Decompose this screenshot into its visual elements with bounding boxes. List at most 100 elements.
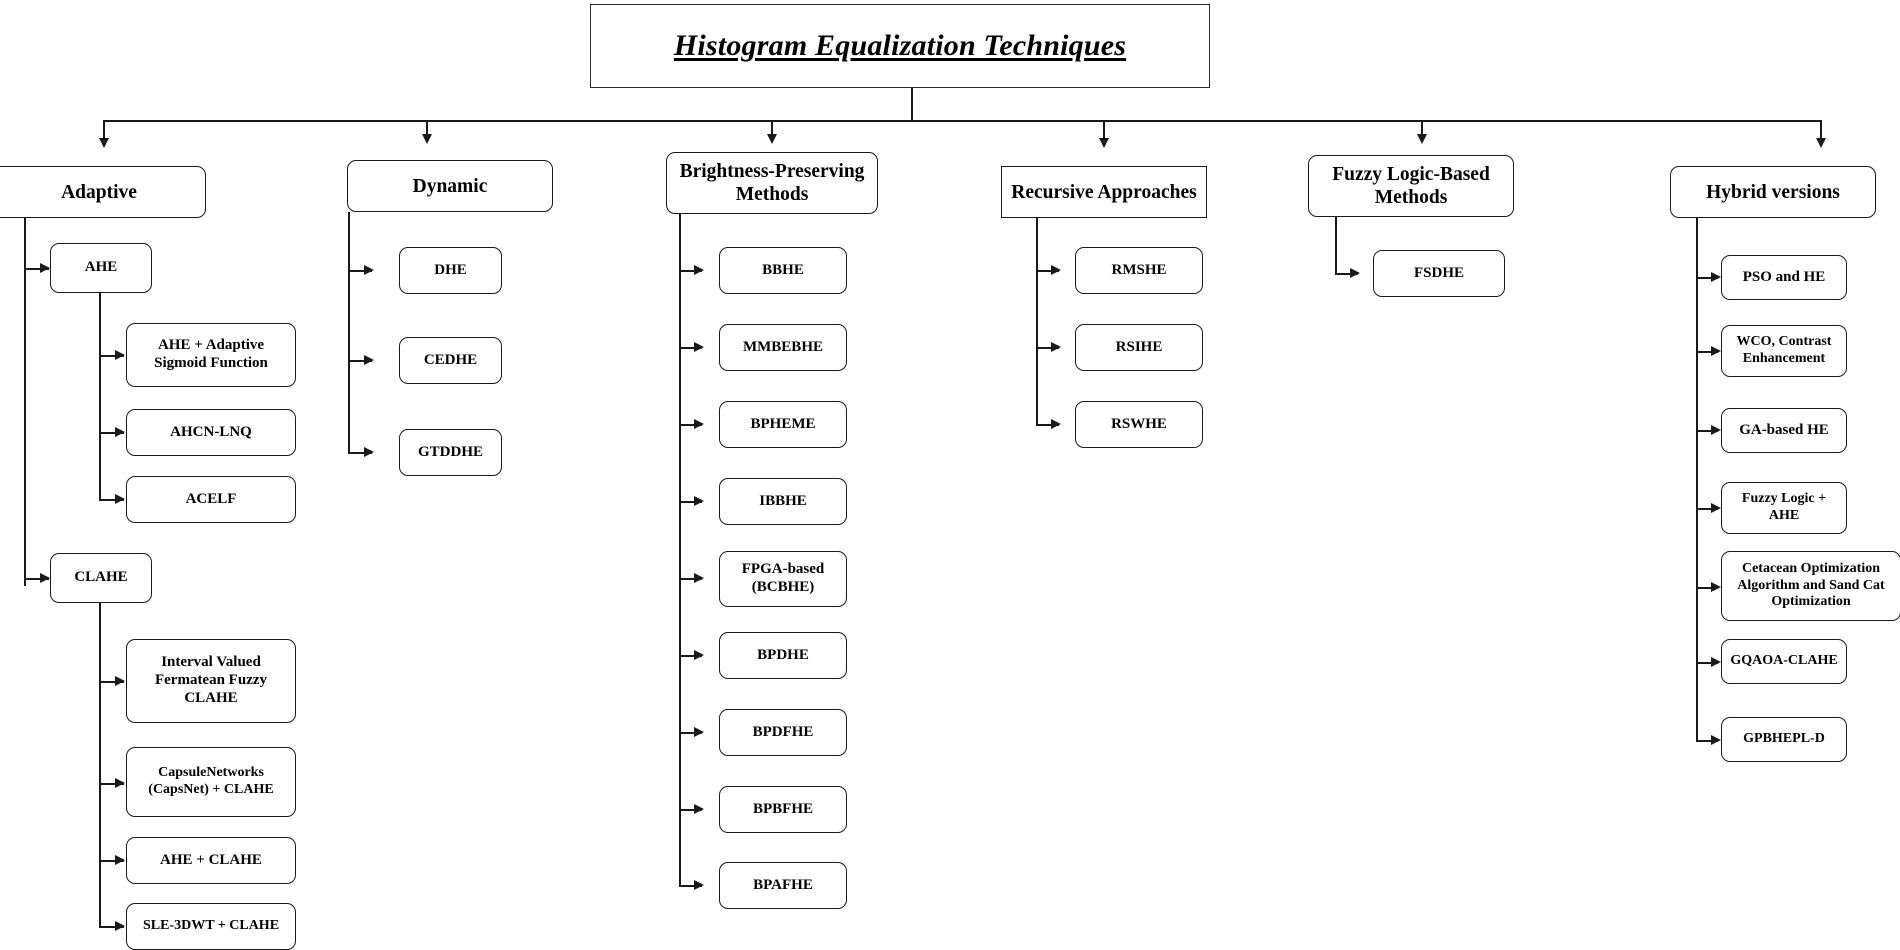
arrow-right-rmshe <box>1051 265 1061 275</box>
adaptive-connector-clahe <box>24 578 49 580</box>
node-interval-valued-fermatean-fuzzy-clahe[interactable]: Interval Valued Fermatean Fuzzy CLAHE <box>126 639 296 723</box>
node-ga-based-he[interactable]: GA-based HE <box>1721 408 1847 453</box>
arrow-right-pso-and-he <box>1711 272 1721 282</box>
hybrid-connector-3 <box>1696 430 1718 432</box>
node-bpdhe[interactable]: BPDHE <box>719 632 847 679</box>
arrow-right-ahe-child-1 <box>115 350 125 360</box>
node-sle-3dwt-clahe-label: SLE-3DWT + CLAHE <box>142 918 280 934</box>
brightness-connector-3 <box>679 424 702 426</box>
node-ibbhe[interactable]: IBBHE <box>719 478 847 525</box>
bus-drop-adaptive <box>103 120 105 140</box>
node-bpafhe[interactable]: BPAFHE <box>719 862 847 909</box>
arrow-down-fuzzy <box>1417 134 1427 144</box>
node-ahe-label: AHE <box>84 259 118 276</box>
node-cedhe-label: CEDHE <box>423 351 478 368</box>
brightness-connector-4 <box>679 501 702 503</box>
brightness-connector-8 <box>679 809 702 811</box>
hybrid-connector-2 <box>1696 351 1718 353</box>
arrow-right-ahe <box>40 263 50 273</box>
arrow-right-bpafhe <box>694 880 704 890</box>
node-ahe[interactable]: AHE <box>50 243 152 293</box>
hybrid-connector-7 <box>1696 740 1718 742</box>
ahe-connector-3 <box>99 499 124 501</box>
node-gqaoa-clahe[interactable]: GQAOA-CLAHE <box>1721 639 1847 684</box>
brightness-connector-2 <box>679 347 702 349</box>
recursive-connector-2 <box>1036 347 1059 349</box>
arrow-right-clahe-child-3 <box>115 855 125 865</box>
hybrid-connector-1 <box>1696 277 1718 279</box>
node-rsihe[interactable]: RSIHE <box>1075 324 1203 371</box>
node-ga-based-he-label: GA-based HE <box>1739 421 1829 438</box>
node-pso-and-he[interactable]: PSO and HE <box>1721 255 1847 300</box>
arrow-right-rsihe <box>1051 342 1061 352</box>
node-fuzzy-logic-ahe-label: Fuzzy Logic + AHE <box>1741 491 1827 523</box>
node-bpbfhe[interactable]: BPBFHE <box>719 786 847 833</box>
arrow-right-ahe-child-2 <box>115 427 125 437</box>
arrow-right-cedhe <box>364 355 374 365</box>
recursive-connector-1 <box>1036 270 1059 272</box>
node-sle-3dwt-clahe[interactable]: SLE-3DWT + CLAHE <box>126 903 296 950</box>
bus-drop-brightness <box>771 120 773 136</box>
hybrid-trunk-line <box>1696 218 1698 740</box>
node-ahe-clahe-label: AHE + CLAHE <box>160 851 262 868</box>
node-wco-contrast-enhancement[interactable]: WCO, Contrast Enhancement <box>1721 325 1847 377</box>
category-brightness-preserving-methods[interactable]: Brightness-Preserving Methods <box>666 152 878 214</box>
node-bbhe-label: BBHE <box>762 261 804 278</box>
node-fuzzy-logic-ahe[interactable]: Fuzzy Logic + AHE <box>1721 482 1847 534</box>
node-gpbhepl-d[interactable]: GPBHEPL-D <box>1721 717 1847 762</box>
node-fsdhe-label: FSDHE <box>1413 264 1464 281</box>
arrow-right-clahe-child-2 <box>115 778 125 788</box>
category-dynamic[interactable]: Dynamic <box>347 160 553 212</box>
node-ahe-adaptive-sigmoid-function[interactable]: AHE + Adaptive Sigmoid Function <box>126 323 296 387</box>
arrow-right-cetacean-optimization <box>1711 582 1721 592</box>
category-brightness-preserving-methods-label: Brightness-Preserving Methods <box>679 161 865 205</box>
node-ahcn-lnq[interactable]: AHCN-LNQ <box>126 409 296 456</box>
fuzzy-trunk-line <box>1335 217 1337 274</box>
bus-drop-hybrid <box>1820 120 1822 140</box>
hybrid-connector-5 <box>1696 587 1718 589</box>
root-stem-line <box>911 88 913 121</box>
dynamic-connector-1 <box>348 270 372 272</box>
adaptive-trunk-line <box>24 218 26 586</box>
bus-drop-dynamic <box>426 120 428 136</box>
node-clahe[interactable]: CLAHE <box>50 553 152 603</box>
node-bbhe[interactable]: BBHE <box>719 247 847 294</box>
category-dynamic-label: Dynamic <box>412 175 488 197</box>
node-cetacean-optimization-algorithm-sand-cat-optimization[interactable]: Cetacean Optimization Algorithm and Sand… <box>1721 551 1900 621</box>
node-fsdhe[interactable]: FSDHE <box>1373 250 1505 297</box>
node-dhe[interactable]: DHE <box>399 247 502 294</box>
root-node-label: Histogram Equalization Techniques <box>673 29 1127 63</box>
node-acelf[interactable]: ACELF <box>126 476 296 523</box>
node-cetacean-optimization-algorithm-sand-cat-optimization-label: Cetacean Optimization Algorithm and Sand… <box>1737 561 1885 610</box>
node-bpheme-label: BPHEME <box>750 415 816 432</box>
recursive-trunk-line <box>1036 218 1038 424</box>
node-mmbebhe[interactable]: MMBEBHE <box>719 324 847 371</box>
node-rmshe[interactable]: RMSHE <box>1075 247 1203 294</box>
arrow-right-ga-based-he <box>1711 425 1721 435</box>
node-rswhe-label: RSWHE <box>1111 415 1167 432</box>
node-ahe-adaptive-sigmoid-function-label: AHE + Adaptive Sigmoid Function <box>154 337 268 371</box>
brightness-connector-6 <box>679 655 702 657</box>
category-fuzzy-logic-based-methods-label: Fuzzy Logic-Based Methods <box>1332 164 1490 208</box>
node-rswhe[interactable]: RSWHE <box>1075 401 1203 448</box>
category-fuzzy-logic-based-methods[interactable]: Fuzzy Logic-Based Methods <box>1308 155 1514 217</box>
category-hybrid-versions[interactable]: Hybrid versions <box>1670 166 1876 218</box>
dynamic-connector-2 <box>348 360 372 362</box>
node-fpga-based-bcbhe[interactable]: FPGA-based (BCBHE) <box>719 551 847 607</box>
category-adaptive[interactable]: Adaptive <box>0 166 206 218</box>
arrow-right-gqaoa-clahe <box>1711 657 1721 667</box>
node-ibbhe-label: IBBHE <box>759 492 807 509</box>
node-gtddhe[interactable]: GTDDHE <box>399 429 502 476</box>
node-cedhe[interactable]: CEDHE <box>399 337 502 384</box>
brightness-connector-1 <box>679 270 702 272</box>
node-bpheme[interactable]: BPHEME <box>719 401 847 448</box>
node-capsulenetworks-clahe[interactable]: CapsuleNetworks (CapsNet) + CLAHE <box>126 747 296 817</box>
category-recursive-approaches[interactable]: Recursive Approaches <box>1001 166 1207 218</box>
node-ahe-clahe[interactable]: AHE + CLAHE <box>126 837 296 884</box>
arrow-right-mmbebhe <box>694 342 704 352</box>
arrow-right-gpbhepl-d <box>1711 735 1721 745</box>
arrow-right-clahe-child-1 <box>115 676 125 686</box>
clahe-connector-3 <box>99 860 124 862</box>
node-bpdfhe[interactable]: BPDFHE <box>719 709 847 756</box>
